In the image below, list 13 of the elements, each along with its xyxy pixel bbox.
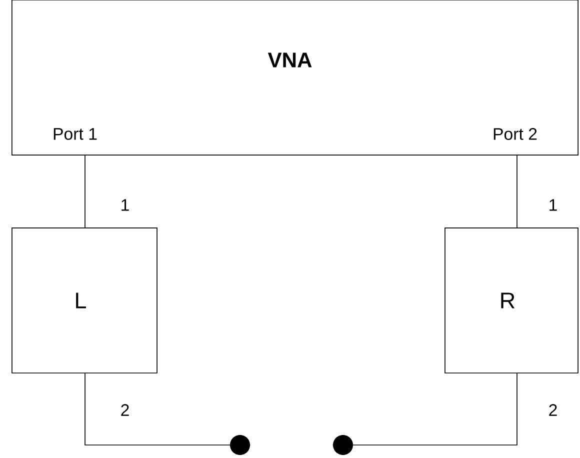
device-box: R <box>444 228 578 374</box>
wire <box>84 155 86 228</box>
connector-dot <box>230 435 250 455</box>
port-number: 2 <box>121 404 129 416</box>
connector-dot <box>333 435 353 455</box>
port-number: 1 <box>122 199 129 211</box>
wire <box>332 373 518 446</box>
port-number: 1 <box>550 199 557 211</box>
device-box: L <box>12 228 158 374</box>
port-number: 2 <box>549 404 557 416</box>
instrument-box: VNA Port 1 Port 2 <box>12 0 578 156</box>
wire <box>84 373 251 446</box>
wire <box>516 155 518 228</box>
